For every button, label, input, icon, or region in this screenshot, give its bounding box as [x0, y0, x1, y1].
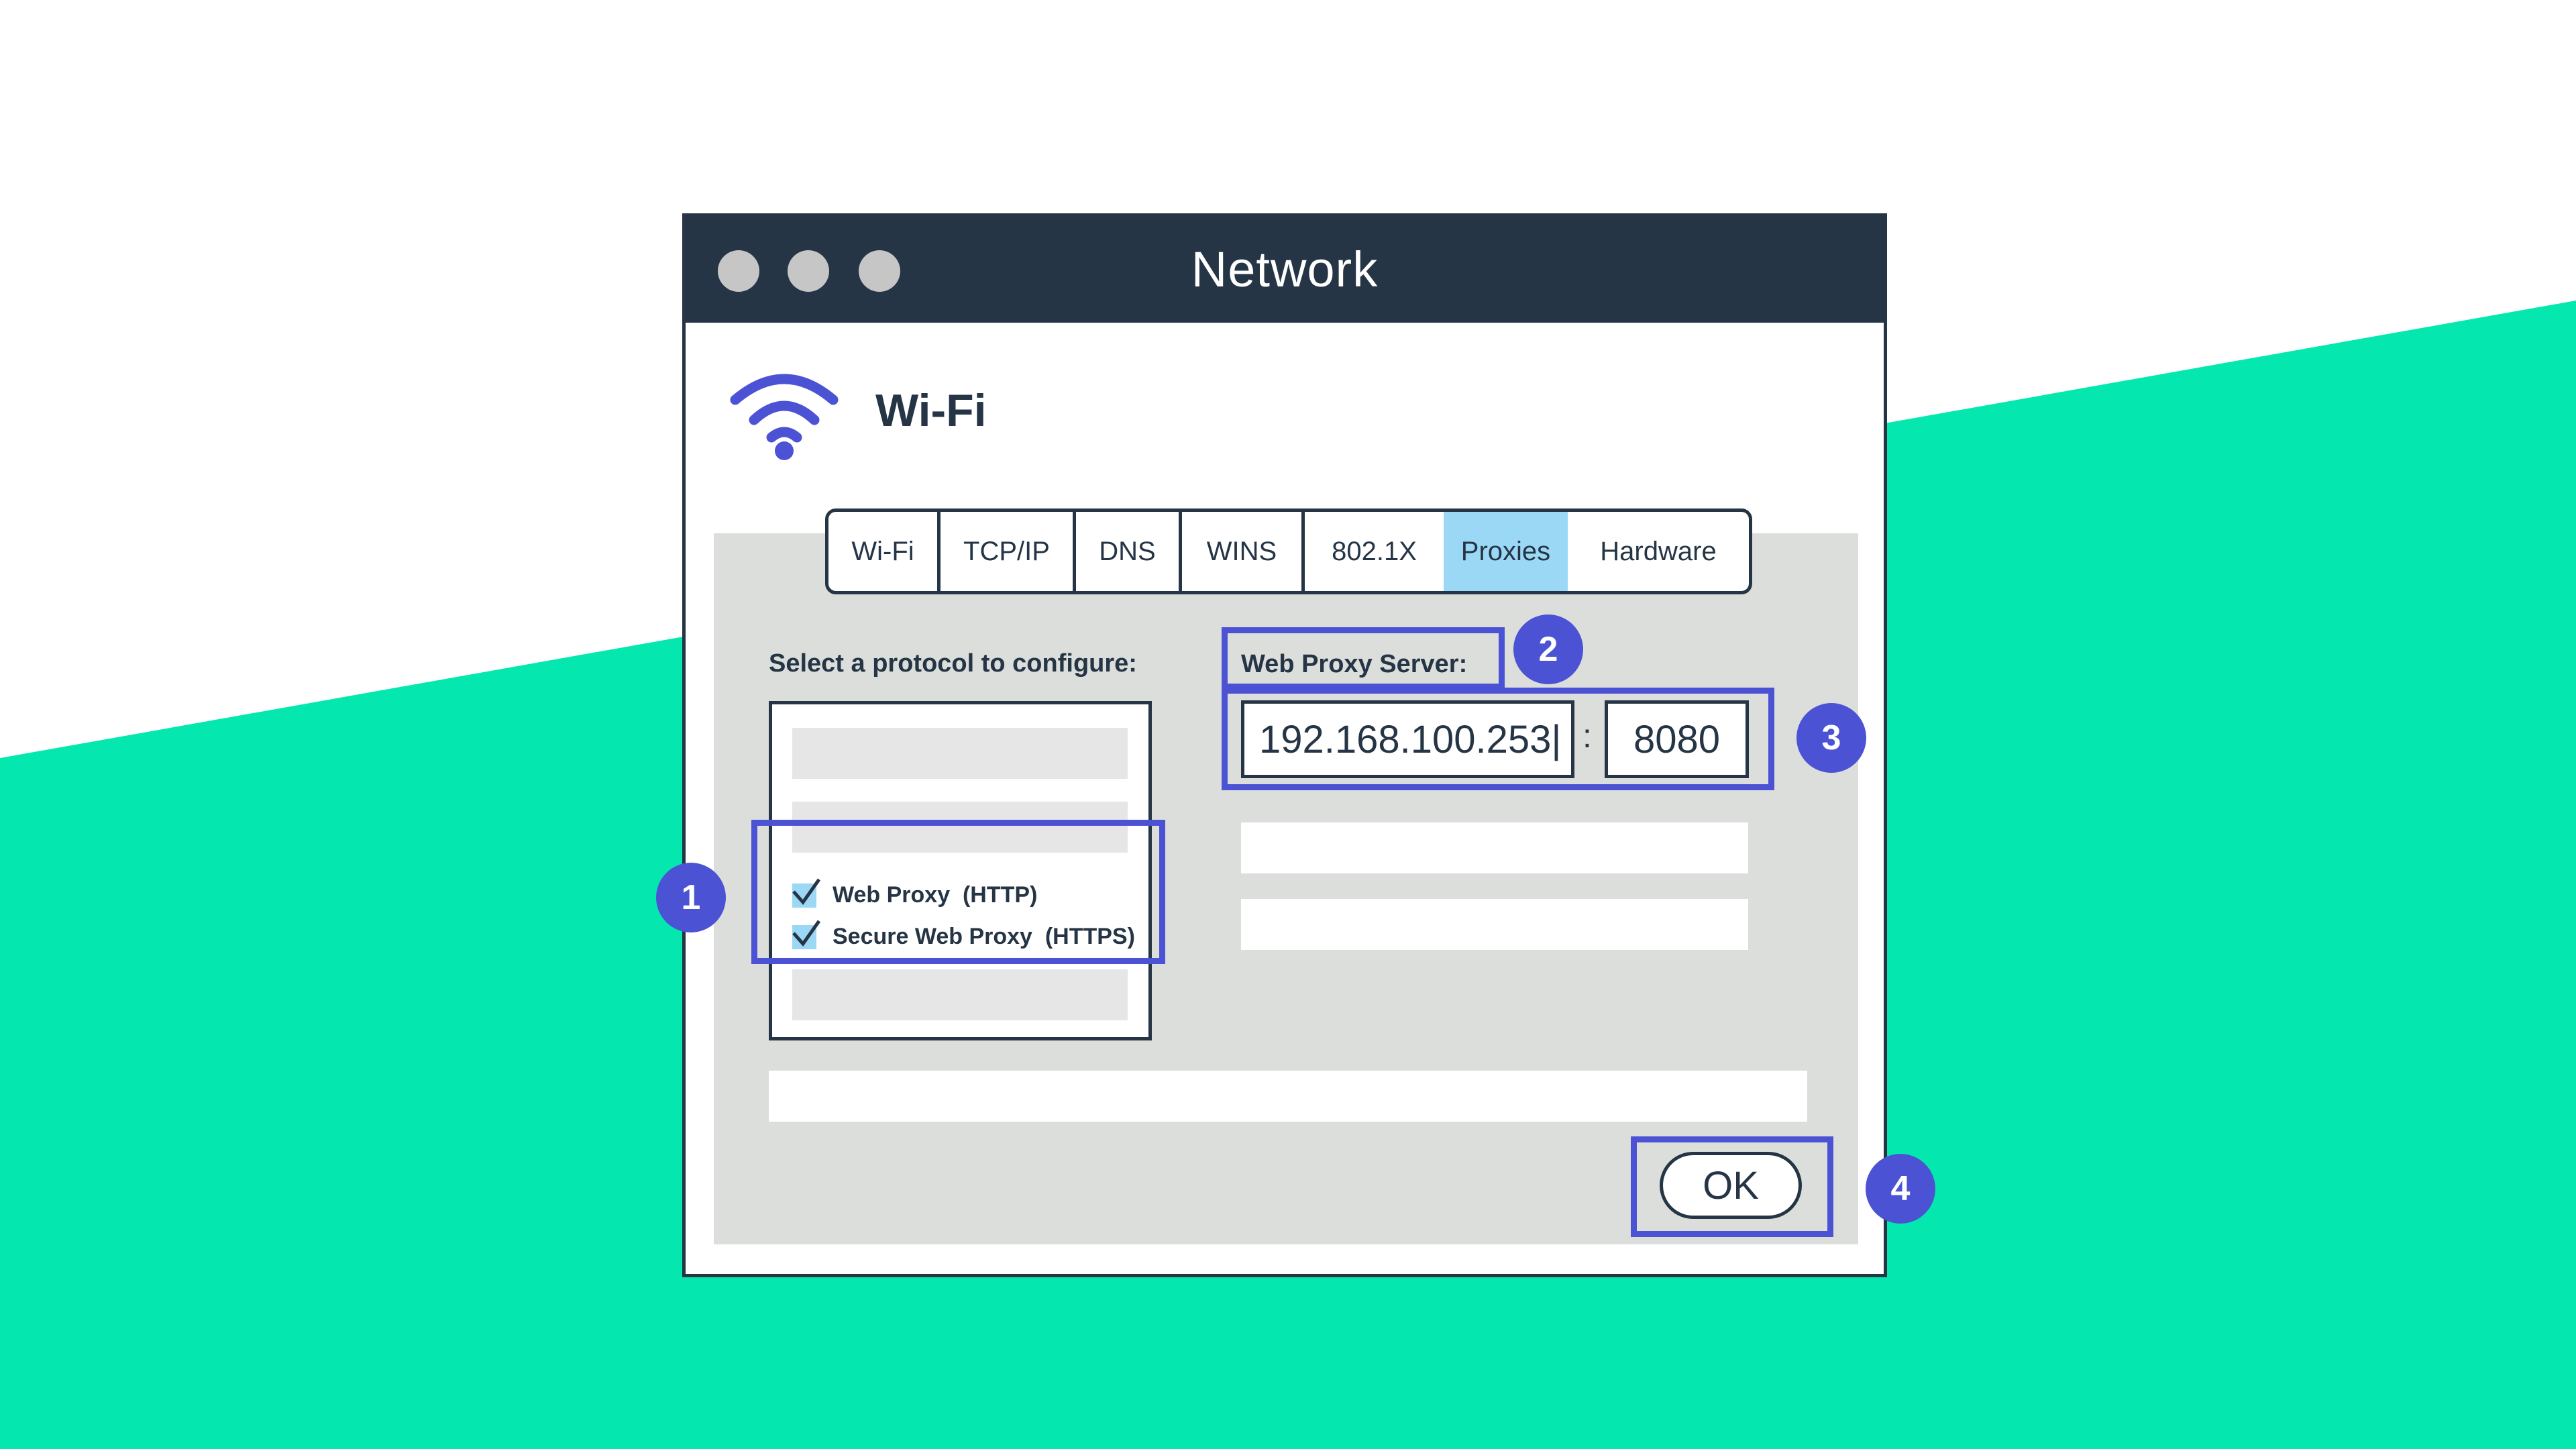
tab-proxies[interactable]: Proxies — [1444, 512, 1568, 591]
highlight-box-address — [1222, 688, 1774, 790]
zoom-window-button[interactable] — [859, 250, 900, 292]
checkmark-icon — [792, 878, 821, 905]
protocol-list-label: Select a protocol to configure: — [769, 649, 1137, 678]
step-badge-3: 3 — [1796, 703, 1866, 773]
text-field[interactable] — [1241, 822, 1748, 873]
protocol-item-label: Secure Web Proxy (HTTPS) — [833, 924, 1135, 949]
list-item[interactable] — [792, 969, 1128, 1020]
protocol-item-https[interactable]: Secure Web Proxy (HTTPS) — [792, 920, 1135, 950]
ok-button[interactable]: OK — [1660, 1152, 1802, 1219]
protocol-list[interactable]: Web Proxy (HTTP) Secure Web Proxy (HTTPS… — [769, 701, 1152, 1040]
section-title: Wi-Fi — [875, 385, 987, 436]
tab-8021x[interactable]: 802.1X — [1332, 536, 1417, 566]
list-item[interactable] — [792, 802, 1128, 853]
highlight-box-server-label — [1222, 627, 1505, 690]
tab-bar: Wi-Fi TCP/IP DNS WINS 802.1X Proxies Har… — [825, 508, 1752, 594]
port-separator: : — [1582, 717, 1592, 755]
network-window: Network Wi-Fi Wi-Fi TCP/IP DNS WINS 802.… — [682, 213, 1887, 1277]
checkmark-icon — [792, 920, 821, 947]
highlight-box-protocols — [751, 820, 1165, 964]
protocol-item-http[interactable]: Web Proxy (HTTP) — [792, 878, 1038, 908]
proxy-address-input[interactable]: 192.168.100.253| — [1241, 700, 1574, 778]
proxy-port-input[interactable]: 8080 — [1605, 700, 1749, 778]
text-field[interactable] — [769, 1071, 1807, 1122]
step-badge-4: 4 — [1866, 1154, 1935, 1224]
tab-wins[interactable]: WINS — [1182, 512, 1305, 591]
close-window-button[interactable] — [718, 250, 759, 292]
protocol-item-label: Web Proxy (HTTP) — [833, 882, 1038, 908]
list-item[interactable] — [792, 728, 1128, 779]
tab-wifi[interactable]: Wi-Fi — [828, 512, 941, 591]
https-checkbox[interactable] — [792, 920, 821, 949]
tab-hardware[interactable]: Hardware — [1600, 536, 1717, 566]
wifi-icon — [730, 374, 839, 460]
step-badge-1: 1 — [656, 863, 726, 932]
http-checkbox[interactable] — [792, 878, 821, 908]
minimize-window-button[interactable] — [788, 250, 829, 292]
step-badge-2: 2 — [1513, 614, 1583, 684]
window-title: Network — [1191, 241, 1379, 297]
web-proxy-server-label: Web Proxy Server: — [1241, 650, 1468, 678]
tab-dns[interactable]: DNS — [1076, 512, 1182, 591]
title-bar: Network — [686, 217, 1884, 323]
text-field[interactable] — [1241, 899, 1748, 950]
tab-tcpip[interactable]: TCP/IP — [941, 512, 1076, 591]
highlight-box-ok — [1631, 1136, 1833, 1237]
